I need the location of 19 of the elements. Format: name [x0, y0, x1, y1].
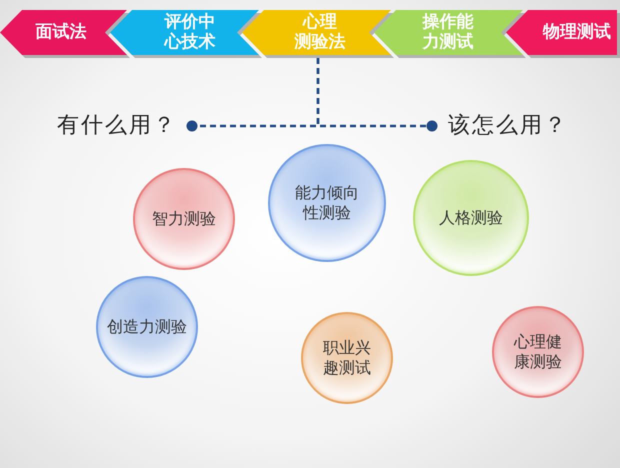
chevron-tab	[506, 10, 620, 58]
bubble-label: 能力倾向性测验	[295, 183, 359, 223]
bubble-label: 心理健康测验	[514, 332, 562, 372]
bubble-label: 创造力测验	[107, 317, 187, 337]
bubble-label: 职业兴趣测试	[323, 338, 371, 378]
chevron-tab	[0, 10, 130, 58]
question-text: 有什么用？	[57, 112, 192, 140]
question-text: 该怎么用？	[432, 112, 568, 140]
bubble-label: 智力测验	[152, 209, 216, 229]
tab-label: 物理测试	[543, 22, 611, 42]
chevron-tab	[374, 10, 526, 58]
dashed-connector	[316, 58, 438, 132]
chevron-tab	[242, 10, 394, 58]
tab-label: 操作能力测试	[422, 12, 474, 52]
bubble-label: 人格测验	[439, 208, 503, 228]
tab-label: 面试法	[36, 22, 86, 42]
tab-label: 心理测验法	[294, 12, 346, 52]
chevron-tab	[110, 10, 262, 58]
tab-label: 评价中心技术	[164, 12, 216, 52]
